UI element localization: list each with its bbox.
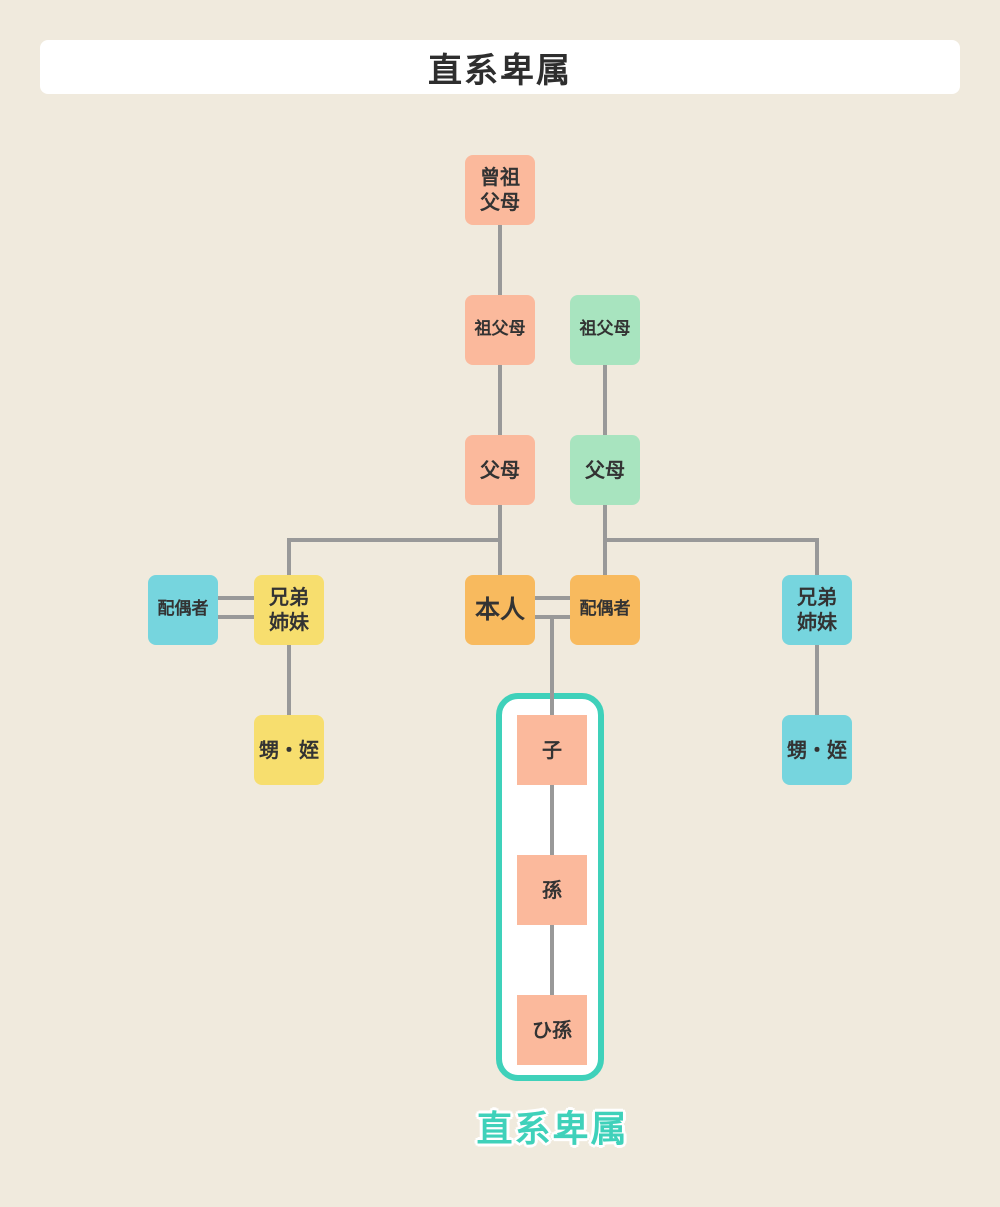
node-child: 子	[517, 715, 587, 785]
node-spouse-nephew-niece: 甥・姪	[782, 715, 852, 785]
node-spouse: 配偶者	[570, 575, 640, 645]
node-grandchild: 孫	[517, 855, 587, 925]
node-great-grandparents: 曾祖 父母	[465, 155, 535, 225]
line-parents-siblings	[287, 538, 500, 575]
line-spouse-parents-siblings	[605, 538, 819, 575]
node-siblings: 兄弟 姉妹	[254, 575, 324, 645]
node-great-grandchild: ひ孫	[517, 995, 587, 1065]
node-self: 本人	[465, 575, 535, 645]
node-spouse-grandparents: 祖父母	[570, 295, 640, 365]
node-grandparents: 祖父母	[465, 295, 535, 365]
title-bar: 直系卑属	[40, 40, 960, 94]
highlight-label: 直系卑属	[476, 1109, 629, 1150]
node-nephew-niece: 甥・姪	[254, 715, 324, 785]
page-title: 直系卑属	[428, 50, 572, 91]
node-spouse-siblings: 兄弟 姉妹	[782, 575, 852, 645]
node-spouse-parents: 父母	[570, 435, 640, 505]
node-sibling-spouse: 配偶者	[148, 575, 218, 645]
node-parents: 父母	[465, 435, 535, 505]
highlight-label-box: 直系卑属	[450, 1098, 655, 1154]
